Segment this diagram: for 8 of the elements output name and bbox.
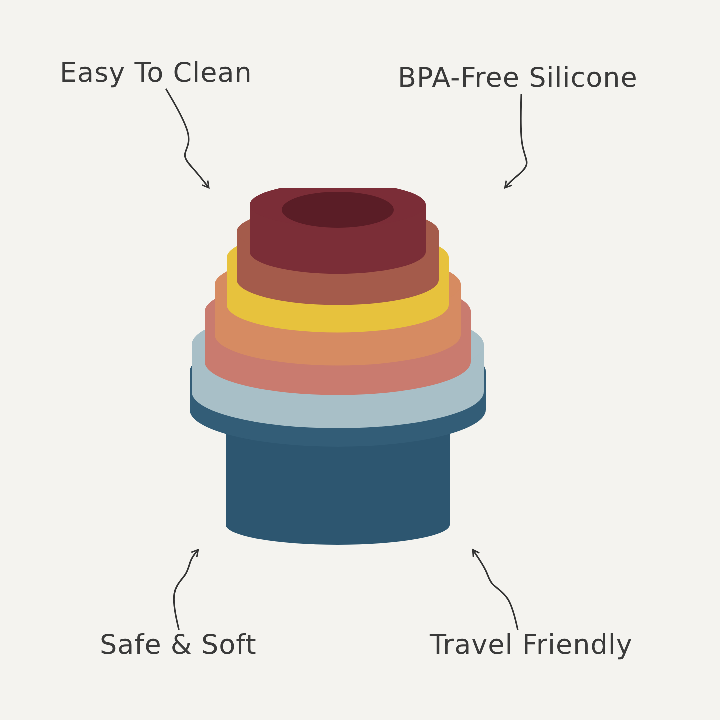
leader-arrow [165,88,210,189]
callout-label: Safe & Soft [100,630,257,661]
callout-label: Travel Friendly [430,630,633,661]
leader-arrow [504,94,528,189]
callout-label: BPA-Free Silicone [398,63,638,94]
callout-label: Easy To Clean [60,58,252,89]
leader-arrow [173,549,200,630]
leader-arrow [472,549,519,630]
